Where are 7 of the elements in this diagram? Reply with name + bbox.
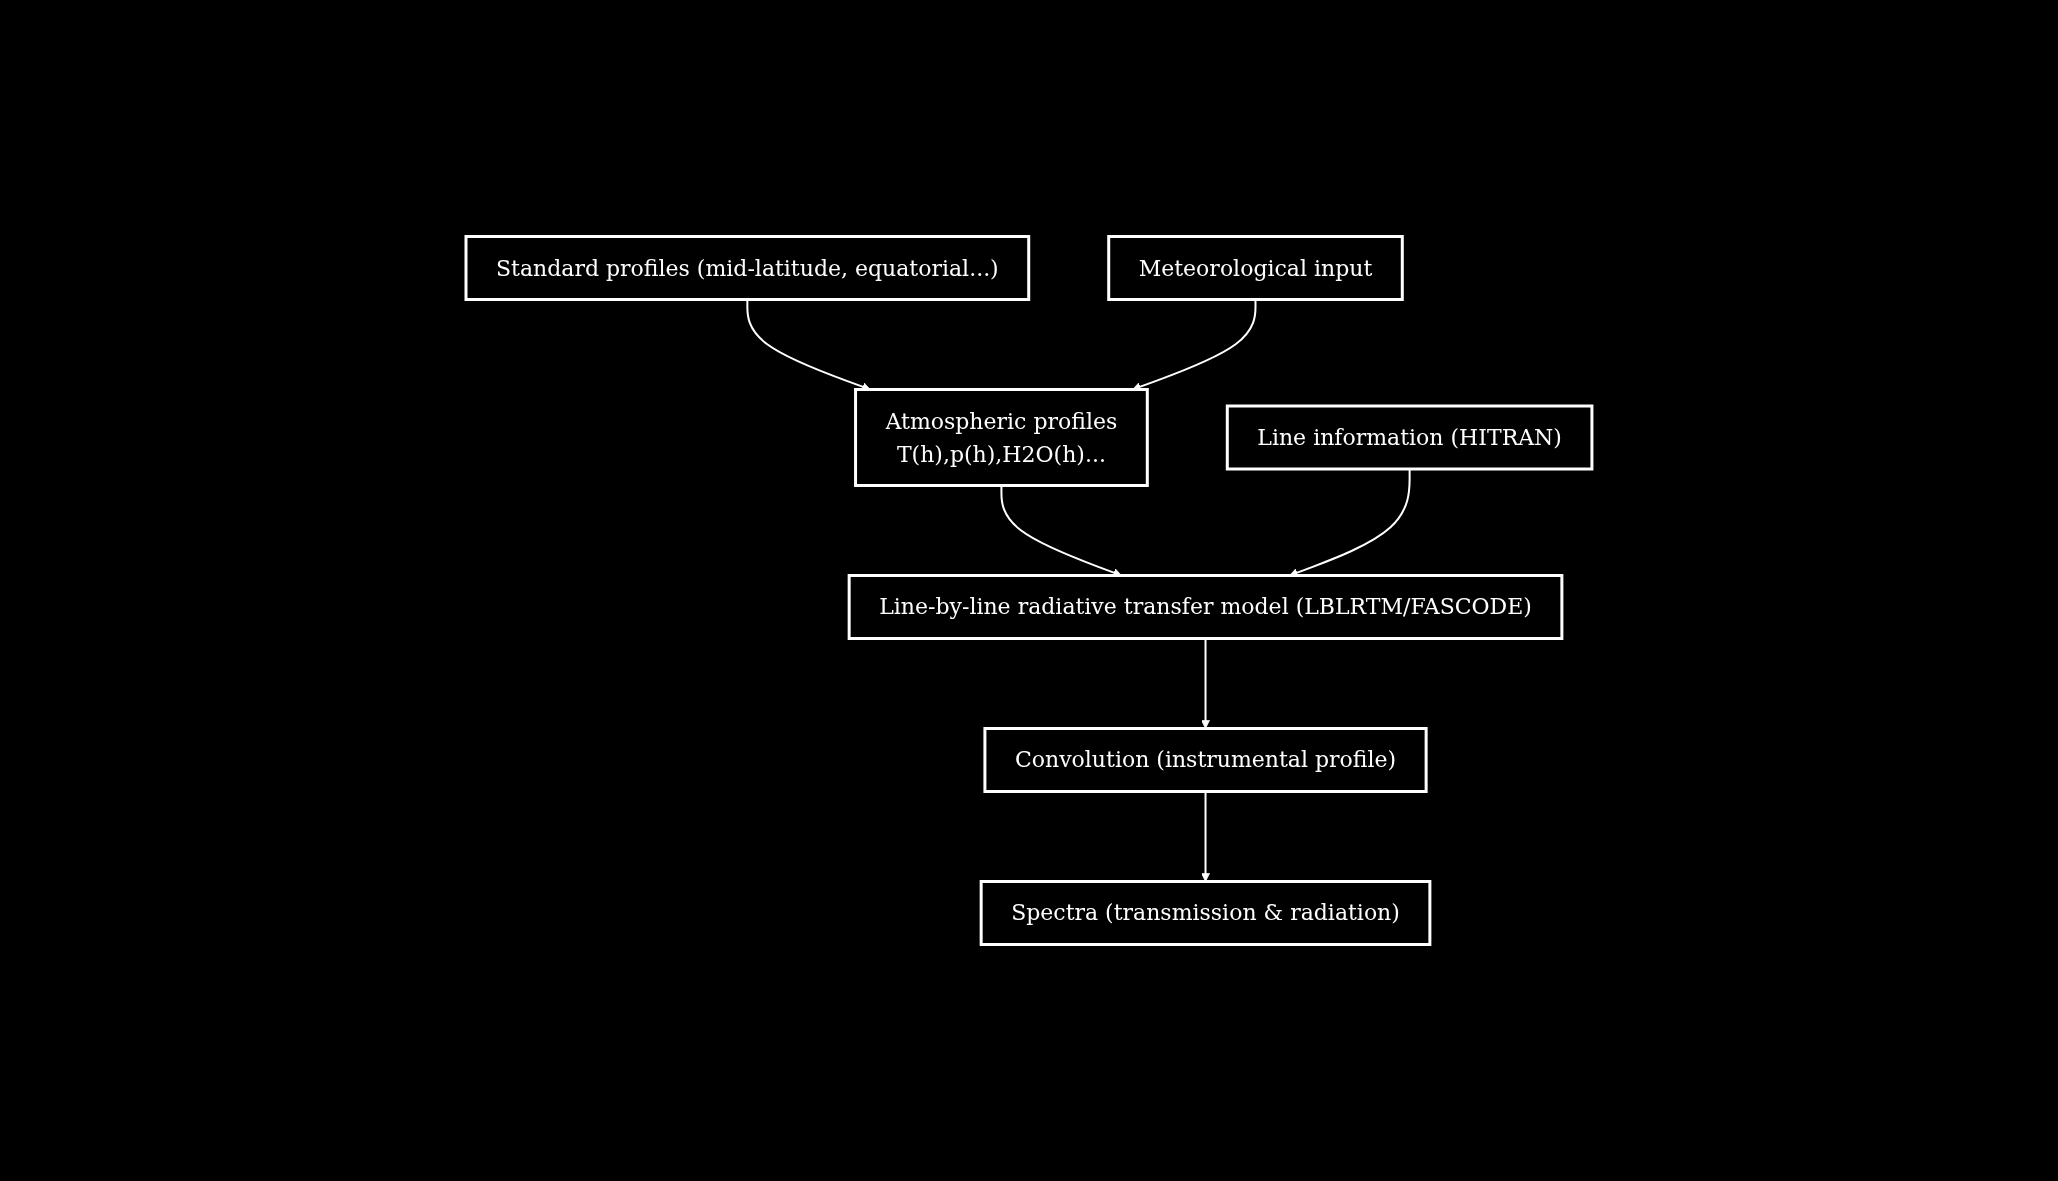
node-box: Line information (HITRAN) [1225, 404, 1594, 471]
node-box: Line-by-line radiative transfer model (LBLRTM/FASCODE) [847, 574, 1564, 640]
node-box: Convolution (instrumental profile) [983, 727, 1428, 793]
node-box: Spectra (transmission & radiation) [979, 880, 1432, 946]
node-box: Atmospheric profiles T(h),p(h),H2O(h)... [854, 388, 1149, 487]
node-box: Meteorological input [1107, 235, 1404, 301]
node-box: Standard profiles (mid-latitude, equatorial...) [464, 235, 1031, 301]
